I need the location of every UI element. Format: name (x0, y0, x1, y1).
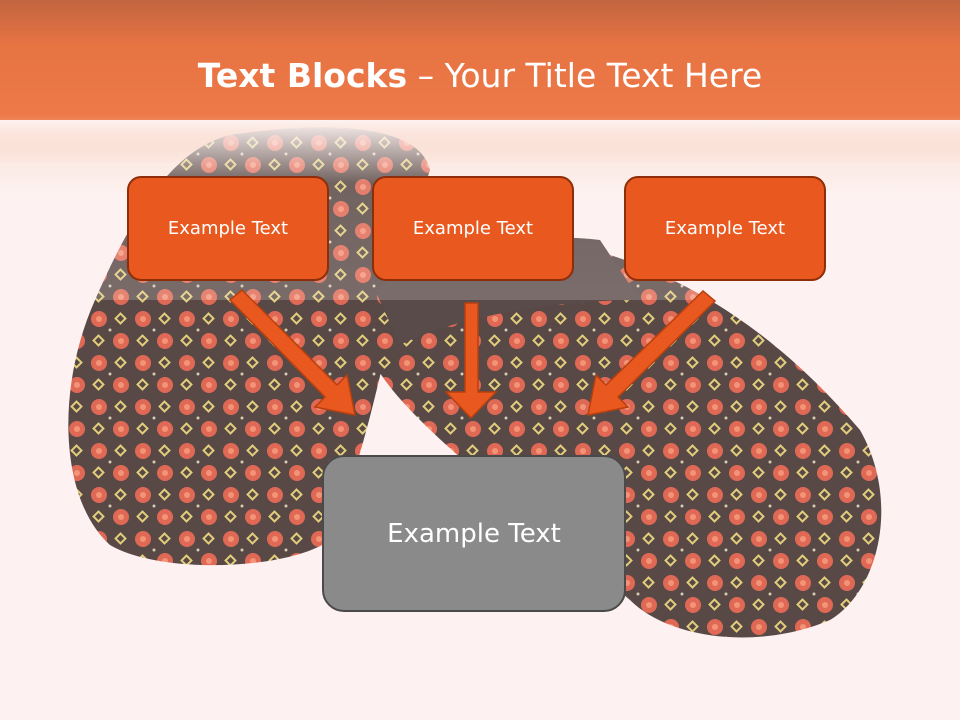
text-box-2-label: Example Text (412, 218, 534, 239)
arrow-center (444, 302, 498, 420)
text-box-1[interactable]: Example Text (127, 176, 329, 281)
slide-title: Text Blocks – Your Title Text Here (0, 54, 960, 98)
text-box-bottom-label: Example Text (387, 518, 561, 549)
text-box-3-label: Example Text (664, 218, 786, 239)
text-box-2[interactable]: Example Text (372, 176, 574, 281)
arrow-left (228, 288, 356, 416)
text-box-1-label: Example Text (167, 218, 289, 239)
text-box-3[interactable]: Example Text (624, 176, 826, 281)
title-rest: – Your Title Text Here (407, 56, 763, 95)
title-bold: Text Blocks (197, 56, 408, 95)
arrow-right (587, 289, 717, 416)
text-box-bottom[interactable]: Example Text (322, 455, 626, 612)
